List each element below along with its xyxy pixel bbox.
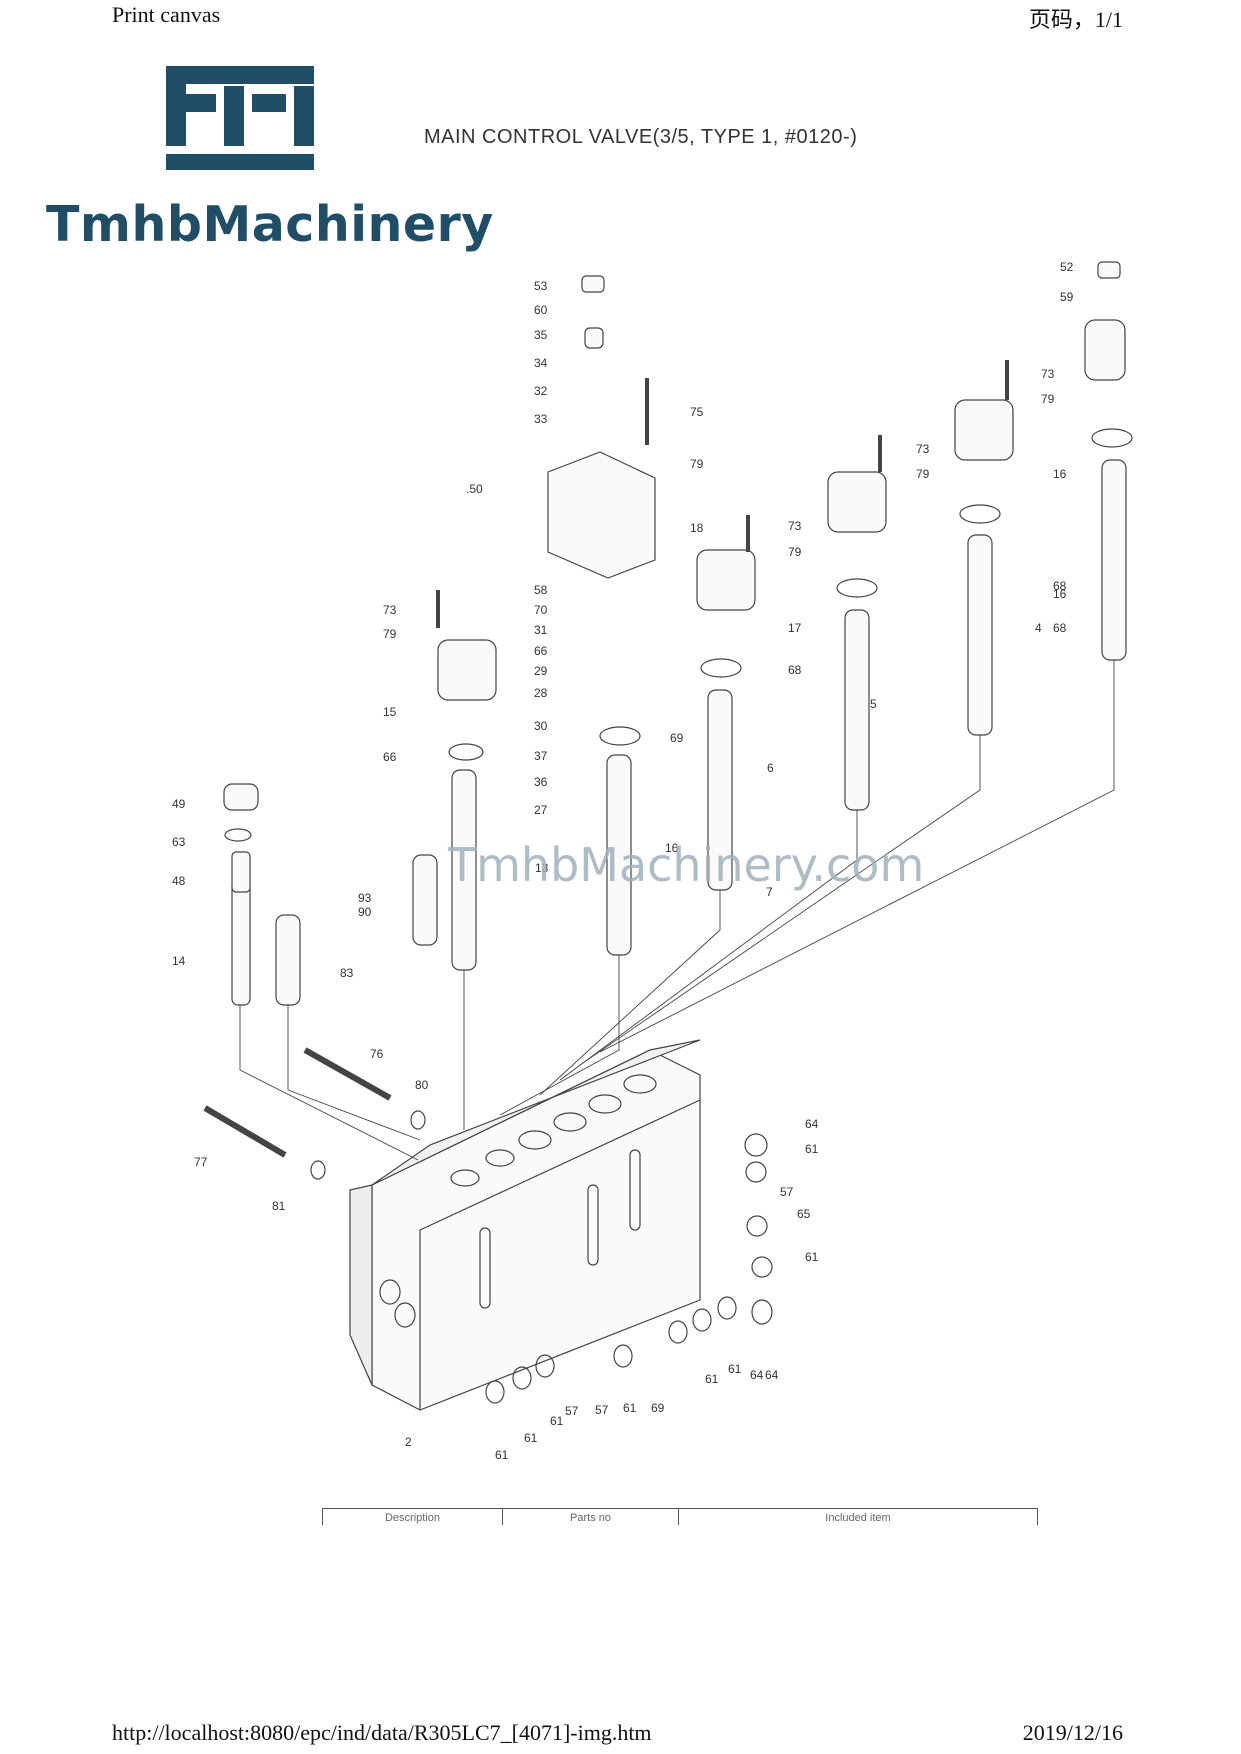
- part-callout: 2: [405, 1435, 412, 1449]
- part-callout: 93: [358, 891, 372, 905]
- part-callout: 59: [1060, 290, 1074, 304]
- part-callout: 66: [534, 644, 548, 658]
- part-callout: 61: [623, 1401, 637, 1415]
- column-description: Description: [322, 1509, 502, 1525]
- part-callout: 75: [690, 405, 704, 419]
- part-callout: 69: [670, 731, 684, 745]
- part-callout: 79: [1041, 392, 1055, 406]
- part-callout: 79: [383, 627, 397, 641]
- part-callout: 69: [651, 1401, 665, 1415]
- part-callout: 61: [705, 1372, 719, 1386]
- page-url: http://localhost:8080/epc/ind/data/R305L…: [112, 1720, 652, 1745]
- part-callout: 16: [665, 841, 679, 855]
- print-date: 2019/12/16: [1022, 1720, 1123, 1745]
- part-callout: 80: [415, 1078, 429, 1092]
- part-callout: 48: [172, 874, 186, 888]
- part-callout: 61: [728, 1362, 742, 1376]
- part-callout: 27: [534, 803, 548, 817]
- part-callout: 68: [1053, 579, 1067, 593]
- part-callout: 18: [690, 521, 704, 535]
- print-canvas-label: Print canvas: [112, 2, 221, 27]
- part-callout: 53: [534, 279, 548, 293]
- part-callout: 83: [340, 966, 354, 980]
- part-callout: 65: [797, 1207, 811, 1221]
- part-callout: 52: [1060, 260, 1074, 274]
- part-callout: 79: [788, 545, 802, 559]
- logo-mark-icon: [166, 66, 314, 170]
- part-callout: 64: [805, 1117, 819, 1131]
- part-callout: 57: [780, 1185, 794, 1199]
- part-callout: 28: [534, 686, 548, 700]
- part-callout: 79: [690, 457, 704, 471]
- part-callout: 16: [1053, 587, 1067, 601]
- part-callout: 37: [534, 749, 548, 763]
- part-callout: 34: [534, 356, 548, 370]
- part-callout: 68: [788, 663, 802, 677]
- part-callout: 76: [370, 1047, 384, 1061]
- part-callout: 70: [534, 603, 548, 617]
- part-callout: 5: [870, 697, 877, 711]
- part-callout: 64: [765, 1368, 779, 1382]
- parts-table-header: Description Parts no Included item: [322, 1508, 1038, 1525]
- part-callout: 13: [535, 861, 549, 875]
- part-callout: 29: [534, 664, 548, 678]
- part-callout: 79: [916, 467, 930, 481]
- part-callout: 36: [534, 775, 548, 789]
- part-callout: 30: [534, 719, 548, 733]
- part-callout: 73: [788, 519, 802, 533]
- part-callout: 81: [272, 1199, 286, 1213]
- diagram-title: MAIN CONTROL VALVE(3/5, TYPE 1, #0120-): [424, 126, 858, 148]
- part-callout: .50: [466, 482, 483, 496]
- part-callout: 73: [916, 442, 930, 456]
- logo: [44, 64, 464, 264]
- part-callout: 57: [595, 1403, 609, 1417]
- part-callout: 90: [358, 905, 372, 919]
- part-callout: 61: [805, 1250, 819, 1264]
- part-callout: 63: [172, 835, 186, 849]
- part-callout: 17: [788, 621, 802, 635]
- part-callout: 77: [194, 1155, 208, 1169]
- column-included-item: Included item: [678, 1509, 1038, 1525]
- part-callout: 73: [383, 603, 397, 617]
- part-callout: 49: [172, 797, 186, 811]
- part-callout: 6: [767, 761, 774, 775]
- part-callout: 57: [565, 1404, 579, 1418]
- part-callout: 32: [534, 384, 548, 398]
- page-number: 页码，1/1: [1028, 7, 1123, 32]
- part-callout: 7: [766, 885, 773, 899]
- part-callout: 15: [383, 705, 397, 719]
- part-callout: 68: [1053, 621, 1067, 635]
- part-callout: 31: [534, 623, 548, 637]
- part-callout: 35: [534, 328, 548, 342]
- part-callout: 33: [534, 412, 548, 426]
- watermark-text: TmhbMachinery.com: [448, 838, 925, 892]
- part-callout: 61: [495, 1448, 509, 1462]
- part-callout: 61: [805, 1142, 819, 1156]
- part-callout: 61: [550, 1414, 564, 1428]
- part-callout: 58: [534, 583, 548, 597]
- part-callout: 14: [172, 954, 186, 968]
- part-callout: 60: [534, 303, 548, 317]
- part-callout: 73: [1041, 367, 1055, 381]
- part-callout: 4: [1035, 621, 1042, 635]
- part-callout: 61: [524, 1431, 538, 1445]
- column-parts-no: Parts no: [502, 1509, 678, 1525]
- part-callout: 64: [750, 1368, 764, 1382]
- logo-text: TmhbMachinery: [46, 196, 494, 253]
- part-callout: 66: [383, 750, 397, 764]
- part-callout: 16: [1053, 467, 1067, 481]
